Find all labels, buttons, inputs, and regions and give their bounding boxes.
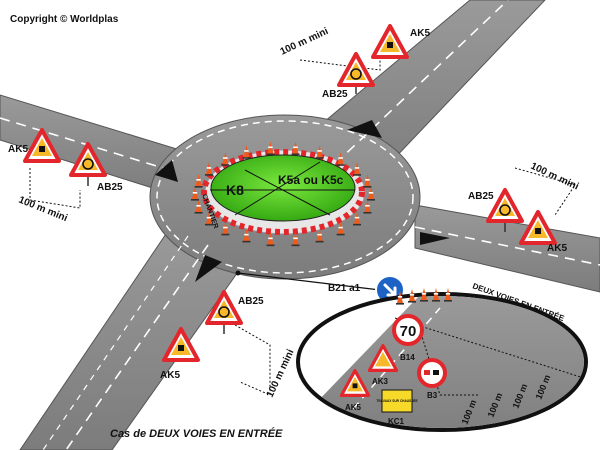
e-distance-label: 100 m mini [529, 161, 581, 193]
island-label-k5: K5a ou K5c [278, 173, 344, 187]
ab25-label-nw: AB25 [97, 182, 123, 193]
ab25-sign-ne [337, 52, 375, 94]
splitter-island-ne [347, 120, 382, 138]
ab25-label-e: AB25 [468, 191, 494, 202]
ab25-sign-e [486, 188, 524, 232]
splitter-island-e [420, 232, 450, 245]
nw-distance-label: 100 m mini [17, 195, 69, 225]
island-label-k8: K8 [226, 182, 244, 198]
central-island: K8 K5a ou K5c CHANTIER [191, 141, 375, 247]
ak5-label-inset: AK5 [345, 403, 362, 412]
ak3-label: AK3 [372, 377, 389, 386]
ak5-sign-sw [162, 327, 200, 362]
ak5-sign-e [519, 210, 557, 245]
ab25-label-sw: AB25 [238, 296, 264, 307]
speed-limit-value: 70 [400, 323, 417, 340]
kc1-label: KC1 [388, 417, 405, 426]
ak5-sign-ne [371, 24, 409, 59]
caption-text: Cas de DEUX VOIES EN ENTRÉE [110, 427, 283, 440]
ab25-sign-nw [69, 142, 107, 186]
speed-limit-sign: 70 [392, 314, 424, 346]
kc1-sign [381, 389, 413, 413]
ak5-sign-nw [23, 128, 61, 163]
inset-detail: DEUX VOIES EN ENTRÉE 70 B14 AK3 B3 AK5 T… [296, 281, 588, 432]
b21a1-label: B21 a1 [328, 283, 361, 294]
kc1-panel-text: TRAVAUX SUR CHAUSSÉE [376, 398, 417, 403]
b3-label: B3 [427, 391, 438, 400]
ab25-sign-sw [205, 290, 243, 334]
ak5-label-nw: AK5 [8, 144, 28, 155]
ak5-sign-inset [339, 369, 371, 397]
b14-label: B14 [400, 353, 415, 362]
splitter-island-nw [155, 160, 178, 182]
ne-distance-label: 100 m mini [279, 26, 331, 58]
ak5-label-e: AK5 [547, 243, 567, 254]
ak5-label-sw: AK5 [160, 370, 180, 381]
splitter-island-sw [195, 255, 222, 282]
copyright-text: Copyright © Worldplas [10, 14, 119, 25]
ab25-label-ne: AB25 [322, 89, 348, 100]
b3-sign [417, 358, 447, 388]
ak5-label-ne: AK5 [410, 28, 430, 39]
